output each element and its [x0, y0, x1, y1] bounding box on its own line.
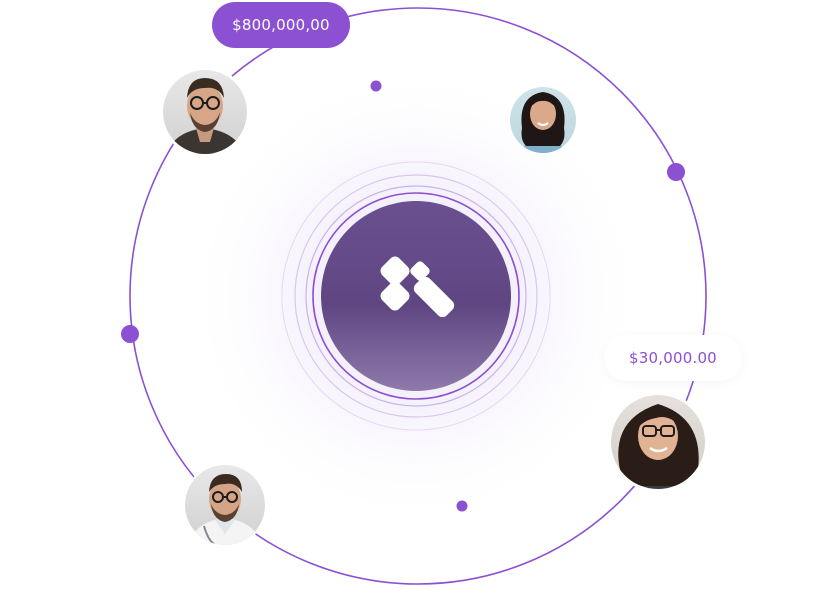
avatar-man-glasses-top-left [160, 67, 250, 157]
orbit-dot-left [121, 325, 139, 343]
avatar-man-doctor-bottom-left [183, 463, 267, 547]
amount-badge-top: $800,000,00 [212, 2, 350, 48]
avatar-woman-top-right [508, 85, 578, 155]
avatar-woman-glasses-right [608, 392, 708, 492]
orbit-dot-top [370, 80, 382, 92]
center-ring [312, 192, 520, 400]
orbit-ring [129, 7, 707, 585]
halo-ring-inner [305, 185, 527, 407]
center-circle [321, 201, 511, 391]
amount-badge-right: $30,000.00 [604, 335, 742, 381]
amount-badge-top-label: $800,000,00 [232, 15, 330, 34]
amount-badge-right-label: $30,000.00 [629, 348, 717, 367]
orbit-dot-bottom [456, 500, 468, 512]
halo-ring-outer [281, 161, 551, 431]
halo-ring-middle [294, 174, 538, 418]
orbit-dot-right [667, 163, 685, 181]
brand-logo-icon [380, 256, 455, 318]
